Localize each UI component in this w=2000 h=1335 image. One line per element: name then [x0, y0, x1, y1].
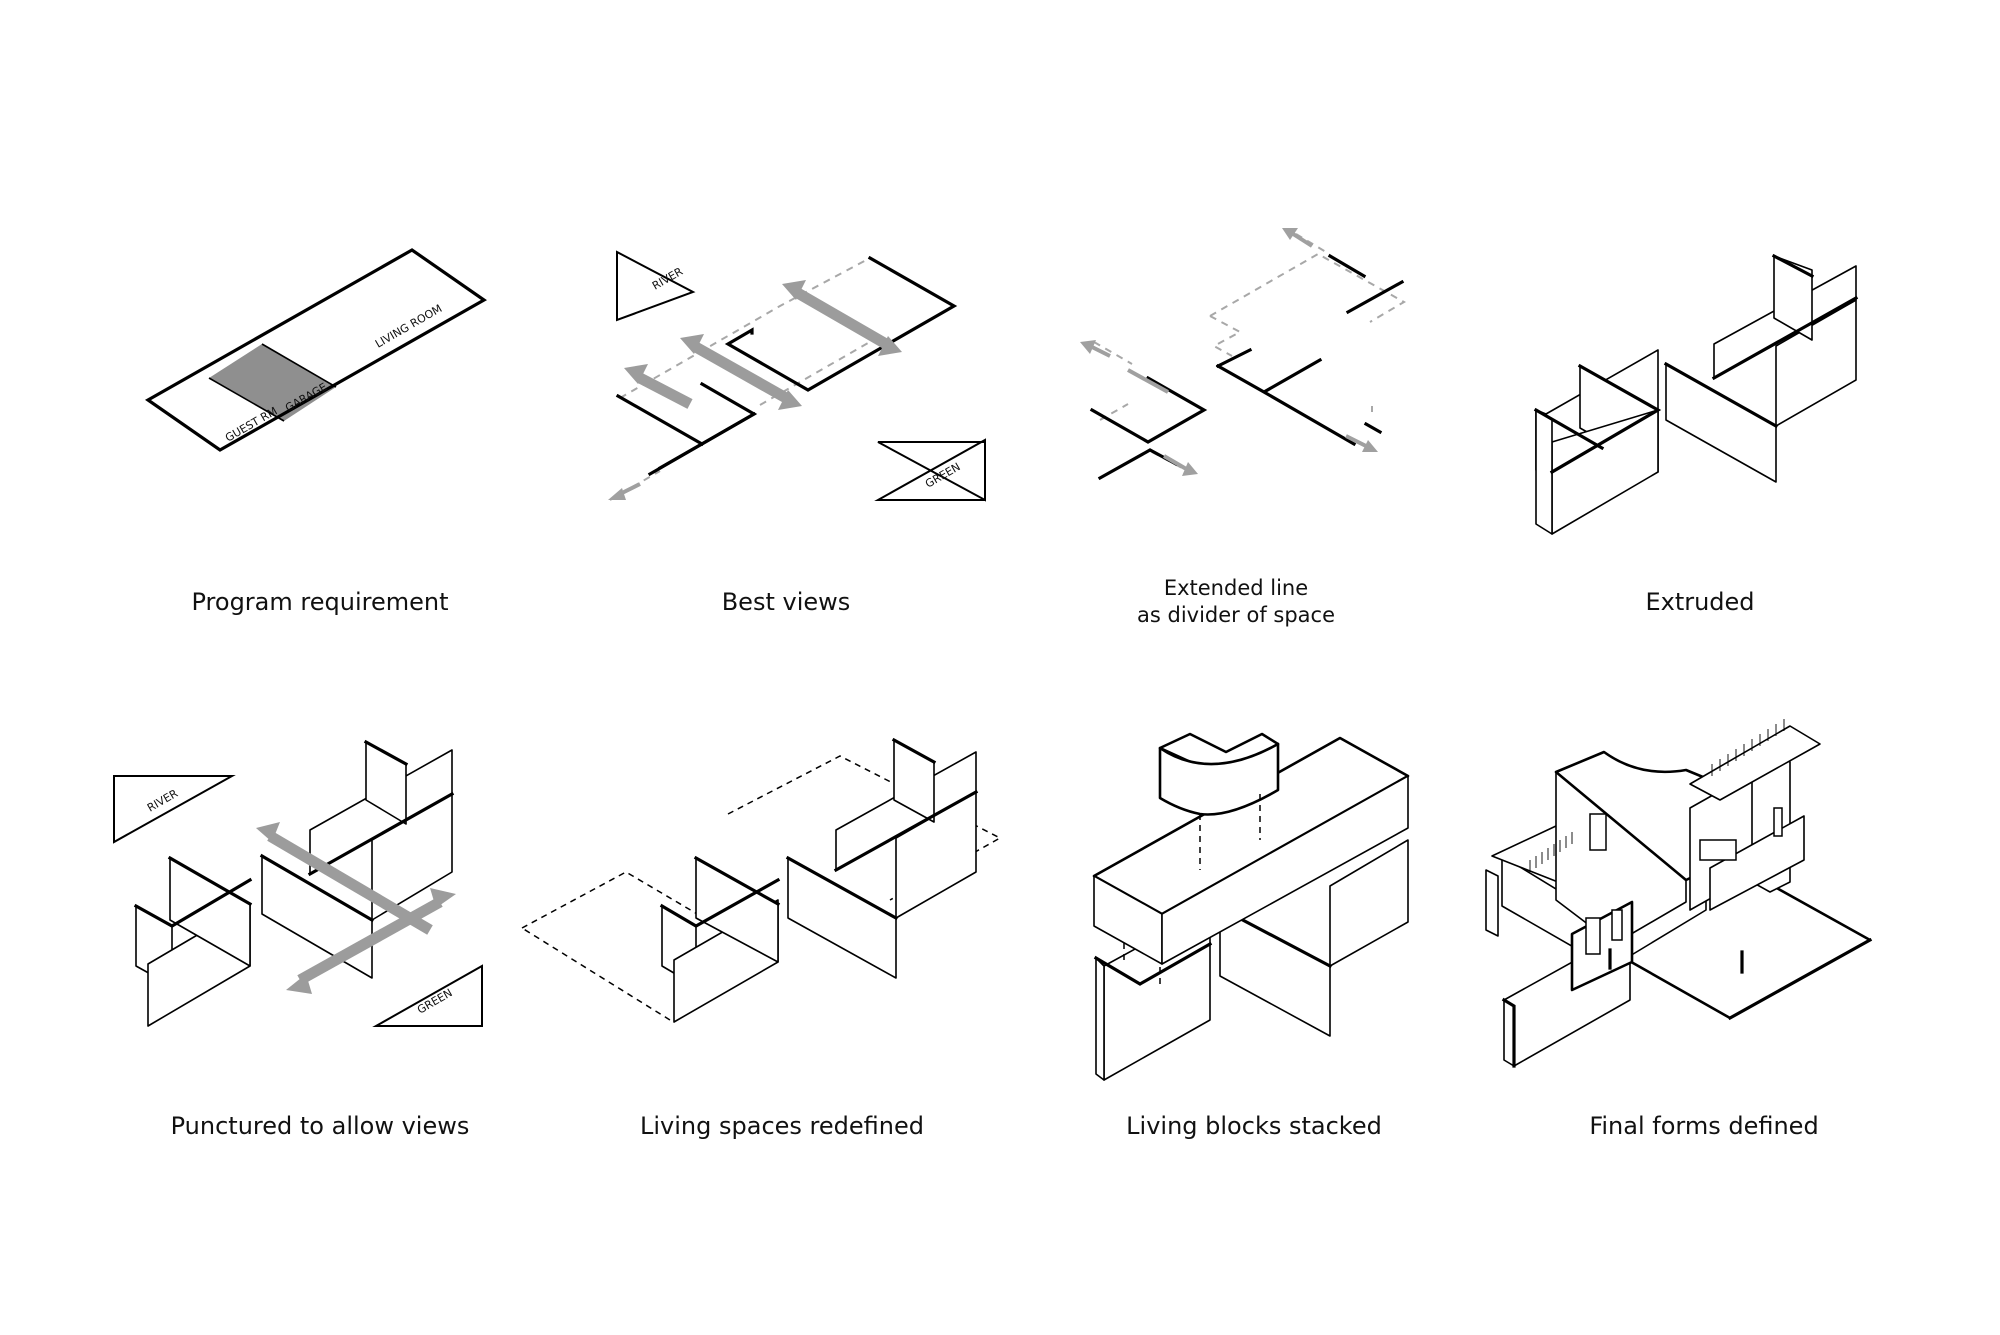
site-outline [144, 248, 488, 452]
panel-extended-line [608, 228, 1407, 500]
svg-text:GREEN: GREEN [415, 986, 455, 1016]
caption-best-views: Best views [721, 588, 851, 616]
caption-punctured: Punctured to allow views [170, 1112, 470, 1140]
river-label: RIVER [650, 265, 685, 293]
caption-program-requirement: Program requirement [191, 588, 449, 616]
caption-blocks-stacked: Living blocks stacked [1126, 1112, 1382, 1140]
caption-extended-line: Extended line as divider of space [1137, 576, 1335, 627]
caption-final-forms: Final forms defined [1589, 1112, 1819, 1140]
river-triangle [616, 250, 696, 322]
panel-punctured: RIVER GREEN [113, 739, 483, 1027]
panel-best-views: RIVER GREEN [609, 250, 986, 502]
svg-text:RIVER: RIVER [145, 787, 180, 815]
caption-extruded: Extruded [1645, 588, 1755, 616]
panel-extruded [1533, 253, 1859, 535]
panel-living-spaces [520, 737, 1002, 1023]
panel-blocks-stacked [1092, 732, 1410, 1081]
green-triangle [372, 964, 483, 1027]
panel-program-requirement: GUEST RM GARAGE LIVING ROOM [144, 248, 488, 452]
railing-hatch [1529, 719, 1785, 872]
caption-living-spaces: Living spaces redefined [640, 1112, 924, 1140]
river-triangle [113, 775, 236, 844]
guest-room-label: GUEST RM [223, 404, 280, 444]
panel-final-forms [1485, 719, 1873, 1068]
